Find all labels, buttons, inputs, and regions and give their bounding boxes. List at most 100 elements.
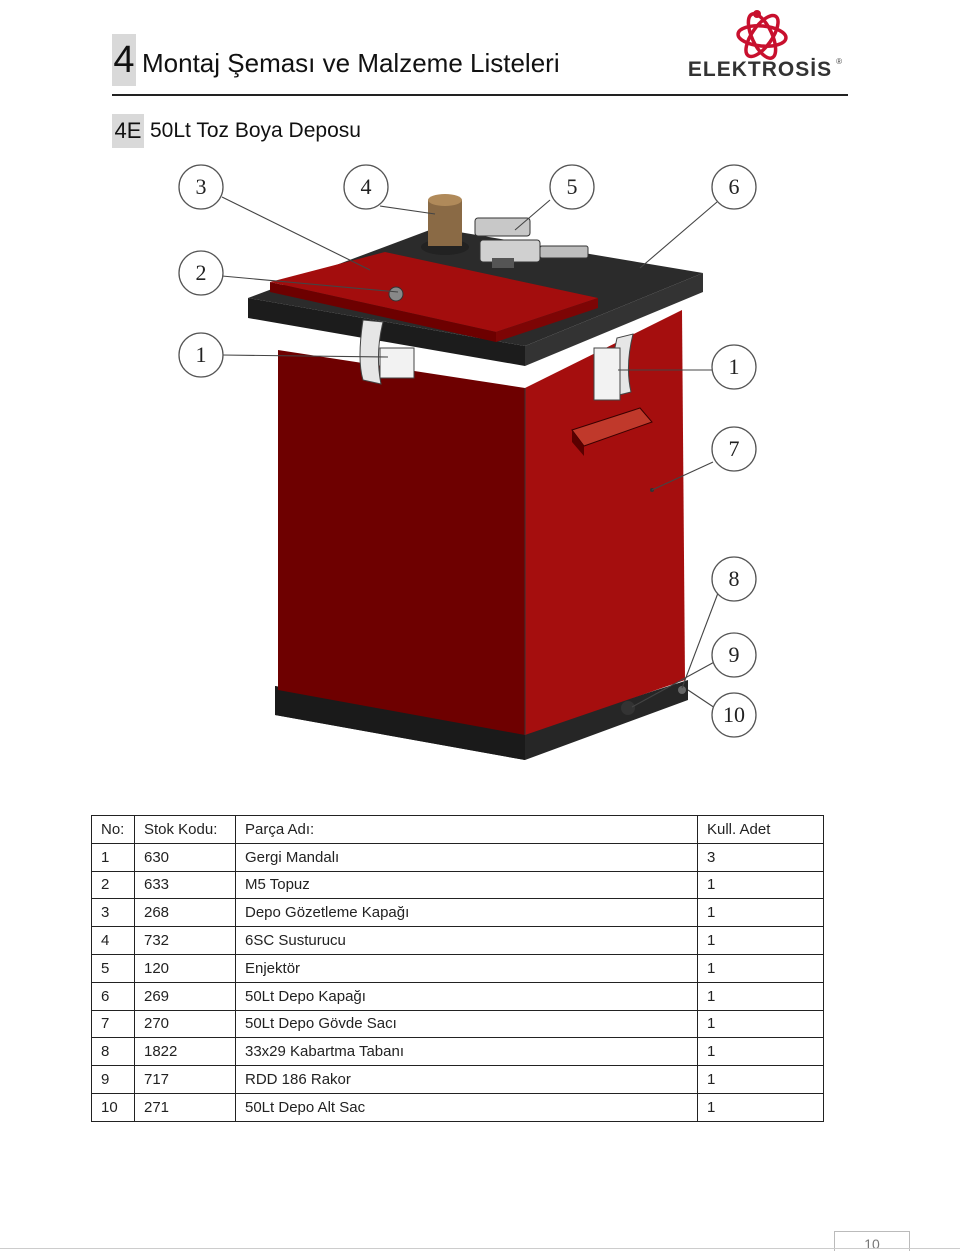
callout-1-right: 1 [711, 344, 757, 390]
svg-text:4: 4 [361, 174, 372, 199]
svg-text:1: 1 [196, 342, 207, 367]
cell-part-name: M5 Topuz [235, 870, 698, 900]
subsection-title: 50Lt Toz Boya Deposu [150, 119, 361, 142]
cell-quantity: 1 [697, 926, 824, 955]
cell-stock-code: 270 [134, 1009, 236, 1039]
callout-3: 3 [178, 164, 224, 210]
callout-6: 6 [711, 164, 757, 210]
cell-stock-code: 271 [134, 1092, 236, 1122]
cell-stock-code: 630 [134, 842, 236, 872]
callout-9: 9 [711, 632, 757, 678]
cell-part-name: RDD 186 Rakor [235, 1065, 698, 1094]
cell-no: 9 [91, 1065, 135, 1094]
silencer [428, 200, 462, 246]
elektrosis-logo: ELEKTROSİS ® [684, 6, 844, 88]
subsection-code: 4E [112, 114, 144, 148]
cell-quantity: 1 [697, 981, 824, 1011]
cell-stock-code: 1822 [134, 1037, 236, 1067]
page-number: 10 [834, 1231, 910, 1251]
cell-stock-code: 633 [134, 870, 236, 900]
m5-knob [388, 286, 404, 302]
svg-text:5: 5 [567, 174, 578, 199]
page-header: 4 Montaj Şeması ve Malzeme Listeleri ELE… [112, 10, 848, 96]
leader-lines [221, 196, 719, 709]
header-no: No: [91, 815, 135, 844]
svg-text:7: 7 [729, 436, 740, 461]
cell-part-name: 6SC Susturucu [235, 926, 698, 955]
cell-no: 2 [91, 870, 135, 900]
cell-part-name: 50Lt Depo Kapağı [235, 981, 698, 1011]
svg-text:9: 9 [729, 642, 740, 667]
cell-no: 10 [91, 1092, 135, 1122]
right-latch [593, 333, 634, 401]
header-part-name: Parça Adı: [235, 815, 698, 844]
cell-part-name: Gergi Mandalı [235, 842, 698, 872]
cell-quantity: 1 [697, 1092, 824, 1122]
cell-quantity: 1 [697, 1009, 824, 1039]
cell-part-name: Depo Gözetleme Kapağı [235, 898, 698, 928]
callout-8: 8 [711, 556, 757, 602]
cell-part-name: 50Lt Depo Gövde Sacı [235, 1009, 698, 1039]
cell-quantity: 1 [697, 898, 824, 928]
cell-stock-code: 732 [134, 926, 236, 955]
cell-no: 5 [91, 953, 135, 983]
rdd-fitting [621, 701, 635, 715]
cell-stock-code: 120 [134, 953, 236, 983]
cell-quantity: 1 [697, 1065, 824, 1094]
cell-quantity: 3 [697, 842, 824, 872]
callout-7: 7 [711, 426, 757, 472]
cell-part-name: 50Lt Depo Alt Sac [235, 1092, 698, 1122]
logo-wordmark: ELEKTROSİS [687, 58, 833, 81]
left-latch [359, 319, 415, 385]
section-number: 4 [112, 34, 136, 86]
header-stock-code: Stok Kodu: [134, 815, 236, 844]
footer-divider [0, 1248, 960, 1249]
cell-part-name: 33x29 Kabartma Tabanı [235, 1037, 698, 1067]
cell-no: 3 [91, 898, 135, 928]
cell-no: 4 [91, 926, 135, 955]
callout-5: 5 [549, 164, 595, 210]
inspection-lid [270, 252, 598, 332]
cell-stock-code: 269 [134, 981, 236, 1011]
logo-registered-mark: ® [836, 57, 842, 66]
callout-10: 10 [711, 692, 757, 738]
cell-no: 7 [91, 1009, 135, 1039]
cell-no: 6 [91, 981, 135, 1011]
cell-stock-code: 268 [134, 898, 236, 928]
assembly-drawing: 3 4 5 6 2 1 1 7 8 9 10 [178, 164, 757, 760]
svg-text:2: 2 [196, 260, 207, 285]
callout-4: 4 [343, 164, 389, 210]
cell-stock-code: 717 [134, 1065, 236, 1094]
cell-quantity: 1 [697, 870, 824, 900]
header-quantity: Kull. Adet [697, 815, 824, 844]
svg-text:10: 10 [723, 702, 745, 727]
svg-text:6: 6 [729, 174, 740, 199]
svg-text:8: 8 [729, 566, 740, 591]
side-handle [571, 407, 653, 447]
table-header-row: No: Stok Kodu: Parça Adı: Kull. Adet [91, 815, 824, 844]
cell-no: 1 [91, 842, 135, 872]
section-title: Montaj Şeması ve Malzeme Listeleri [142, 48, 560, 78]
injector [474, 217, 589, 268]
cell-quantity: 1 [697, 953, 824, 983]
svg-text:3: 3 [196, 174, 207, 199]
cell-part-name: Enjektör [235, 953, 698, 983]
logo-atom-icon [736, 10, 788, 60]
cell-no: 8 [91, 1037, 135, 1067]
callout-2: 2 [178, 250, 224, 296]
cell-quantity: 1 [697, 1037, 824, 1067]
tank-body-front [278, 350, 525, 735]
callout-1-left: 1 [178, 332, 224, 378]
svg-text:1: 1 [729, 354, 740, 379]
